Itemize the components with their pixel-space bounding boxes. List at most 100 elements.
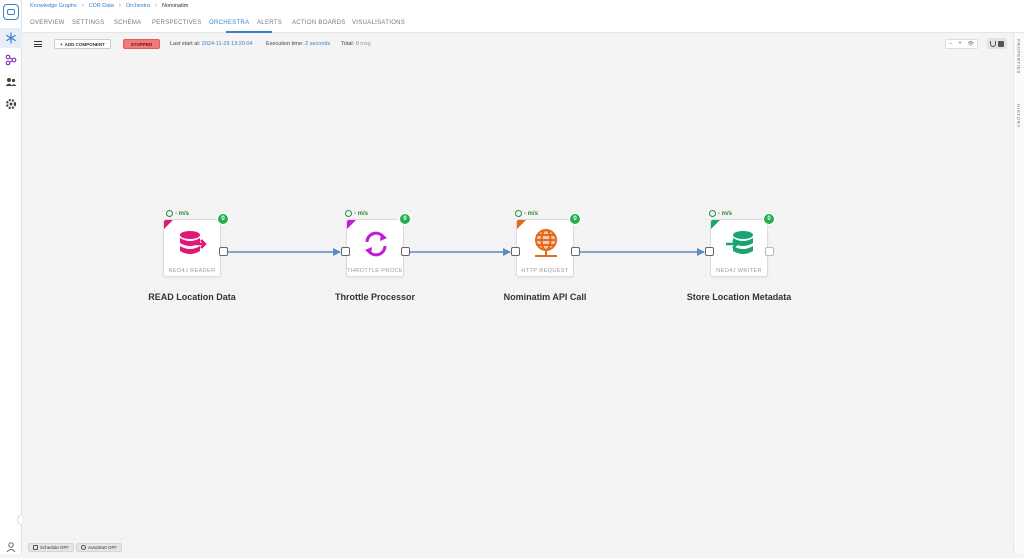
node-type-corner	[164, 220, 173, 229]
execution-time-label: Execution time:	[266, 41, 304, 47]
node-card[interactable]: NEO4J WRITER	[710, 219, 768, 277]
tab-alerts[interactable]: ALERTS	[257, 20, 283, 26]
nav-workflow-icon[interactable]	[4, 53, 18, 67]
node-card[interactable]: THROTTLE PROCE	[346, 219, 404, 277]
node-name: Nominatim API Call	[503, 292, 587, 302]
node-output-port[interactable]	[401, 247, 410, 256]
node-card[interactable]: HTTP REQUEST	[516, 219, 574, 277]
zoom-controls: − + 👁	[945, 39, 978, 49]
node-type-corner	[517, 220, 526, 229]
bottom-bar: Schedule OFF AutoStart OFF	[22, 540, 1013, 554]
zoom-out-button[interactable]: −	[948, 41, 953, 47]
tab-action-boards[interactable]: ACTION BOARDS	[292, 20, 346, 26]
tab-perspectives[interactable]: PERSPECTIVES	[152, 20, 202, 26]
gauge-icon	[345, 210, 352, 217]
node-output-port[interactable]	[219, 247, 228, 256]
add-component-button[interactable]: + ADD COMPONENT	[54, 39, 111, 49]
node-type-label: NEO4J WRITER	[716, 268, 762, 274]
add-component-label: ADD COMPONENT	[64, 41, 105, 47]
breadcrumb-separator-icon: ›	[118, 3, 121, 9]
node-type-label: THROTTLE PROCE	[347, 268, 403, 274]
node-name: READ Location Data	[148, 292, 236, 302]
nav-settings-gear-icon[interactable]	[4, 97, 18, 111]
node-name: Throttle Processor	[334, 292, 416, 302]
magnet-snap-icon[interactable]	[990, 40, 996, 47]
tab-bar: OVERVIEW SETTINGS SCHEMA PERSPECTIVES OR…	[22, 15, 1024, 33]
node-rate: - m/s	[515, 210, 538, 217]
calendar-icon	[33, 545, 38, 550]
node-count-badge: 0	[399, 213, 411, 225]
tab-orchestra[interactable]: ORCHESTRA	[209, 20, 250, 26]
node-input-port[interactable]	[705, 247, 714, 256]
autostart-icon	[81, 545, 86, 550]
user-profile-icon[interactable]	[5, 540, 17, 553]
autostart-label: AutoStart OFF	[88, 545, 118, 550]
database-import-icon	[726, 231, 753, 254]
tab-overview[interactable]: OVERVIEW	[30, 20, 65, 26]
node-rate: - m/s	[345, 210, 368, 217]
node-count-badge: 0	[763, 213, 775, 225]
total-value: 0	[355, 41, 359, 47]
eye-visibility-icon[interactable]: 👁	[967, 41, 975, 47]
node-input-port[interactable]	[341, 247, 350, 256]
database-export-icon	[180, 231, 207, 254]
node-rate-value: - m/s	[718, 210, 733, 217]
node-output-port[interactable]	[765, 247, 774, 256]
orchestra-toolbar: + ADD COMPONENT STOPPED Last start at: 2…	[22, 33, 1024, 55]
nav-snowflake-icon[interactable]	[0, 28, 22, 48]
node-rate: - m/s	[166, 210, 189, 217]
nav-users-icon[interactable]	[4, 75, 18, 89]
node-count-badge: 0	[217, 213, 229, 225]
node-count-badge: 0	[569, 213, 581, 225]
history-tab[interactable]: HISTORY	[1016, 104, 1021, 129]
breadcrumb-separator-icon: ›	[81, 3, 84, 9]
breadcrumb-bar: Knowledge Graphs › CDR Data › Orchestra …	[22, 0, 1024, 15]
breadcrumb-current: Nominatim	[162, 3, 189, 9]
node-rate-value: - m/s	[354, 210, 369, 217]
grid-view-icon[interactable]	[998, 40, 1004, 47]
last-start-stat: Last start at: 2024-11-29 13:20:04	[170, 41, 252, 47]
node-type-corner	[711, 220, 720, 229]
pipeline-edges	[228, 248, 705, 256]
execution-time-value: 2 seconds	[305, 41, 331, 47]
hamburger-menu-icon[interactable]	[34, 41, 42, 47]
globe-network-icon	[535, 229, 557, 257]
app-logo-icon[interactable]	[3, 4, 19, 20]
breadcrumb-item[interactable]: Orchestra	[125, 3, 150, 9]
properties-tab[interactable]: PROPERTIES	[1016, 39, 1021, 74]
breadcrumb-separator-icon: ›	[155, 3, 157, 9]
view-toggle	[987, 38, 1007, 49]
node-card[interactable]: NEO4J READER	[163, 219, 221, 277]
gauge-icon	[166, 210, 173, 217]
node-rate: - m/s	[709, 210, 732, 217]
gauge-icon	[515, 210, 522, 217]
tab-visualisations[interactable]: VISUALISATIONS	[352, 20, 406, 26]
schedule-toggle-button[interactable]: Schedule OFF	[28, 543, 75, 552]
node-output-port[interactable]	[571, 247, 580, 256]
breadcrumb-item[interactable]: CDR Data	[88, 3, 114, 9]
autostart-toggle-button[interactable]: AutoStart OFF	[76, 543, 123, 552]
breadcrumb: Knowledge Graphs › CDR Data › Orchestra …	[30, 3, 188, 9]
total-unit: msg	[360, 41, 371, 47]
node-type-label: NEO4J READER	[168, 268, 216, 274]
left-nav-rail: ›	[0, 0, 29, 554]
tab-settings[interactable]: SETTINGS	[72, 20, 105, 26]
plus-icon: +	[60, 41, 63, 47]
node-input-port[interactable]	[511, 247, 520, 256]
status-stopped-button[interactable]: STOPPED	[123, 39, 160, 49]
tab-schema[interactable]: SCHEMA	[114, 20, 142, 26]
zoom-in-button[interactable]: +	[958, 41, 962, 47]
node-name: Store Location Metadata	[686, 292, 792, 302]
execution-time-stat: Execution time: 2 seconds	[266, 41, 330, 47]
right-side-panel: PROPERTIES HISTORY	[1013, 33, 1024, 554]
node-rate-value: - m/s	[175, 210, 190, 217]
node-type-label: HTTP REQUEST	[521, 268, 569, 274]
gauge-icon	[709, 210, 716, 217]
refresh-cycle-icon	[365, 231, 387, 257]
orchestra-canvas[interactable]: - m/s NEO4J READER 0 READ Location Data …	[22, 55, 1013, 540]
total-stat: Total: 0 msg	[341, 41, 371, 47]
last-start-value: 2024-11-29 13:20:04	[201, 41, 253, 47]
total-label: Total:	[341, 41, 355, 47]
node-type-corner	[347, 220, 356, 229]
breadcrumb-item[interactable]: Knowledge Graphs	[30, 3, 77, 9]
